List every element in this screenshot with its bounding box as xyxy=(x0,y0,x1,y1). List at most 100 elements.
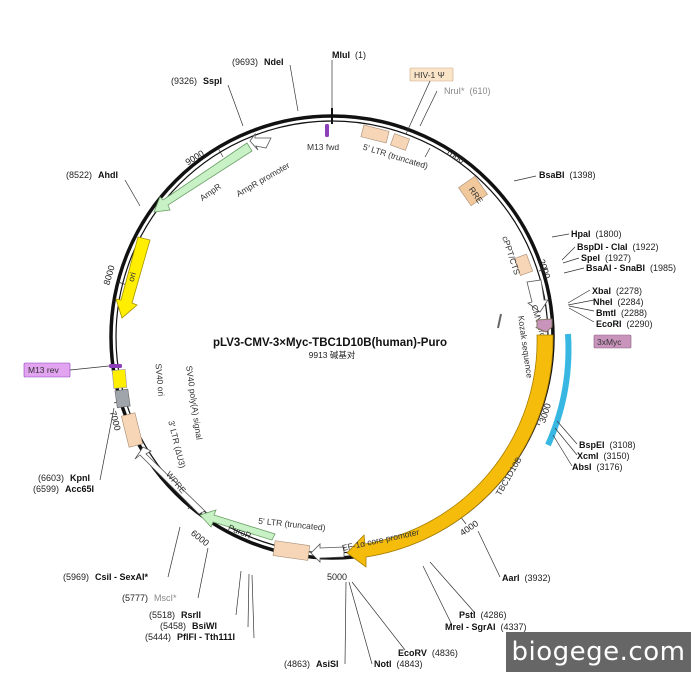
site-leader xyxy=(554,427,578,456)
site-leaders xyxy=(99,60,595,665)
site-leader xyxy=(99,407,115,481)
site-leader xyxy=(422,565,453,626)
ori-arrow xyxy=(115,236,151,319)
site-leader xyxy=(251,574,255,639)
site-leader xyxy=(563,267,585,274)
site-label-sspi: (9326)SspI xyxy=(171,76,222,86)
tick-label: 8000 xyxy=(102,264,117,286)
site-leader xyxy=(124,179,141,207)
tag-region-arc xyxy=(545,333,572,447)
site-label-nrui: NruI*(610) xyxy=(444,86,491,96)
site-leader xyxy=(167,526,181,578)
hiv-psi-label-box xyxy=(409,67,454,82)
tick-label: 4000 xyxy=(458,518,480,537)
site-label-bspdi: BspDI - ClaI(1922) xyxy=(577,242,659,252)
site-label-xcmi: XcmI(3150) xyxy=(577,451,630,461)
watermark-banner: biogege.com xyxy=(506,632,691,672)
site-label-asisi: (4863)AsiSI xyxy=(284,659,339,669)
site-label-ahdi: (8522)AhdI xyxy=(66,170,118,180)
m13-rev-marker xyxy=(109,364,122,368)
hiv-psi-label: HIV-1 Ψ xyxy=(414,70,445,80)
site-leader xyxy=(552,434,573,467)
sv40-polya-label: SV40 poly(A) signal xyxy=(184,365,204,440)
site-leader xyxy=(289,64,299,112)
site-leader xyxy=(513,175,537,182)
site-label-csii: (5969)CsiI - SexAI* xyxy=(63,572,149,582)
site-leader xyxy=(227,84,244,127)
site-label-noti: NotI(4843) xyxy=(374,659,423,669)
site-leader xyxy=(551,233,570,238)
m13-rev-label: M13 rev xyxy=(28,365,59,375)
m13-rev-leader xyxy=(69,365,110,371)
site-label-bmti: BmtI(2288) xyxy=(596,308,647,318)
plasmid-title: pLV3-CMV-3×Myc-TBC1D10B(human)-Puro xyxy=(213,337,447,349)
tick-mark xyxy=(538,267,549,272)
site-leader xyxy=(561,246,576,261)
site-label-mrei: MreI - SgrAI(4337) xyxy=(445,622,527,632)
site-leader xyxy=(348,581,373,665)
site-leader xyxy=(351,581,406,651)
site-leader xyxy=(556,420,578,445)
puror-arrow xyxy=(199,509,276,541)
site-label-hpai: HpaI(1800) xyxy=(571,229,622,239)
site-label-msci: (5777)MscI* xyxy=(122,593,177,603)
sv40-ori-label: SV40 ori xyxy=(154,363,167,396)
site-leader xyxy=(567,289,591,304)
ltr-5-second-label: 5' LTR (truncated) xyxy=(258,516,326,533)
site-label-pflfi: (5444)PflFI - Tth111I xyxy=(145,632,235,642)
tick-label: 6000 xyxy=(189,528,211,548)
ltr-3-label: 3' LTR (ΔU3) xyxy=(166,419,188,469)
site-label-bsiwi: (5458)BsiWI xyxy=(160,621,217,631)
site-leader xyxy=(429,561,476,614)
site-label-bsaai: BsaAI - SnaBI(1985) xyxy=(586,263,676,273)
site-label-acc65i: (6599)Acc65I xyxy=(33,484,94,494)
site-label-psti: PstI(4286) xyxy=(459,610,507,620)
site-leader xyxy=(568,305,595,312)
site-leader xyxy=(247,573,250,628)
tick-marks: 1000 2000 3000 4000 5000 6000 7000 8000 … xyxy=(102,146,553,582)
ltr-5-second-block xyxy=(272,540,311,561)
ampr-promoter-label: AmpR promoter xyxy=(234,160,291,199)
m13-fwd-label: M13 fwd xyxy=(307,142,339,152)
site-label-aari: AarI(3932) xyxy=(502,573,551,583)
ori-label: ori xyxy=(126,271,138,283)
sv40-yellow-block xyxy=(111,369,128,389)
plasmid-size: 9913 碱基对 xyxy=(309,350,356,360)
site-label-ndei: (9693)NdeI xyxy=(232,57,284,67)
cppt-block xyxy=(513,253,534,276)
site-leader xyxy=(197,547,209,599)
site-leader xyxy=(419,90,438,127)
hiv-psi-block xyxy=(390,133,410,151)
site-leader xyxy=(344,581,347,665)
tag-3xmyc-arrow xyxy=(536,318,553,333)
ef1a-promoter-arrow xyxy=(310,543,345,563)
site-labels: MluI(1) (9693)NdeI (9326)SspI (8522)AhdI… xyxy=(33,50,676,669)
cmv-promoter-arrow xyxy=(526,279,549,313)
m13-fwd-marker xyxy=(325,124,329,137)
site-leader xyxy=(567,299,595,306)
cppt-label: cPPT/CTS xyxy=(500,235,522,277)
tick-mark xyxy=(217,147,224,158)
hiv-psi-leader xyxy=(405,80,431,135)
site-leader xyxy=(562,257,580,264)
site-leader xyxy=(568,307,595,323)
site-leader xyxy=(477,530,501,578)
tick-label: 5000 xyxy=(327,572,347,582)
site-label-absi: AbsI(3176) xyxy=(572,462,623,472)
site-label-rsrii: (5518)RsrII xyxy=(149,610,201,620)
site-label-kpni: (6603)KpnI xyxy=(38,473,90,483)
site-label-bsabi: BsaBI(1398) xyxy=(539,170,596,180)
ampr-label: AmpR xyxy=(198,181,223,203)
ampr-arrow xyxy=(153,142,253,213)
site-label-nhei: NheI(2284) xyxy=(593,297,644,307)
tag-3xmyc-label-box xyxy=(593,334,632,349)
site-label-bspei: BspEI(3108) xyxy=(579,440,636,450)
ltr-3-block xyxy=(120,412,144,448)
ampr-promoter-arrow xyxy=(249,132,272,151)
site-label-ecori: EcoRI(2290) xyxy=(596,319,653,329)
tag-3xmyc-label: 3xMyc xyxy=(597,337,622,347)
site-label-ecorv: EcoRV(4836) xyxy=(398,648,458,658)
kozak-marker xyxy=(497,313,502,329)
wpre-arrow xyxy=(134,446,206,515)
